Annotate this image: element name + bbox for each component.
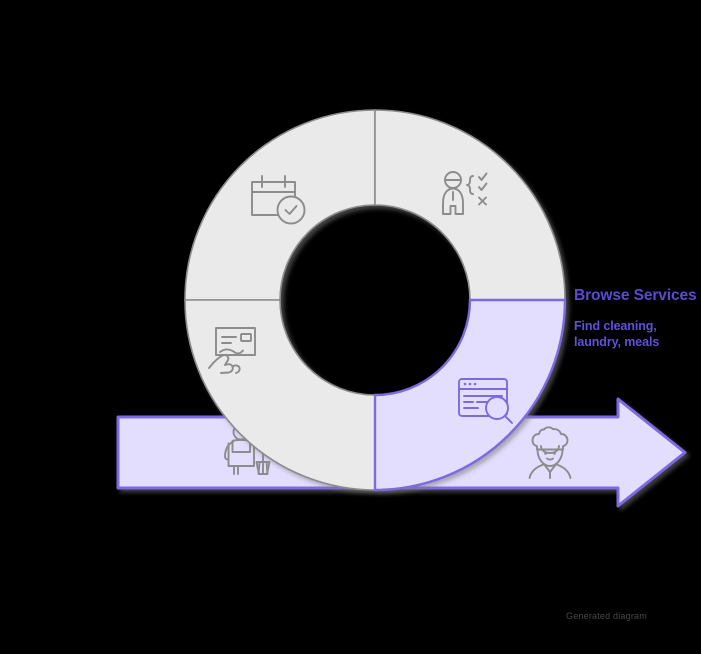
calendar-check-icon <box>251 175 306 225</box>
callout-subtitle: Find cleaning, laundry, meals <box>574 318 660 350</box>
card-signature-icon <box>208 327 256 374</box>
ring-segment-bottom-right[interactable] <box>373 298 567 492</box>
chef-icon <box>528 426 572 479</box>
person-checklist-icon <box>442 171 488 215</box>
ring-group <box>184 109 567 492</box>
callout-title: Browse Services <box>574 287 697 304</box>
browser-search-icon <box>458 378 513 424</box>
ring-segment-top-right[interactable] <box>374 109 566 301</box>
ring-segment-bottom-left[interactable] <box>184 299 376 491</box>
watermark-text: Generated diagram <box>566 611 647 621</box>
callout-block: Browse Services Find cleaning, laundry, … <box>574 286 698 350</box>
